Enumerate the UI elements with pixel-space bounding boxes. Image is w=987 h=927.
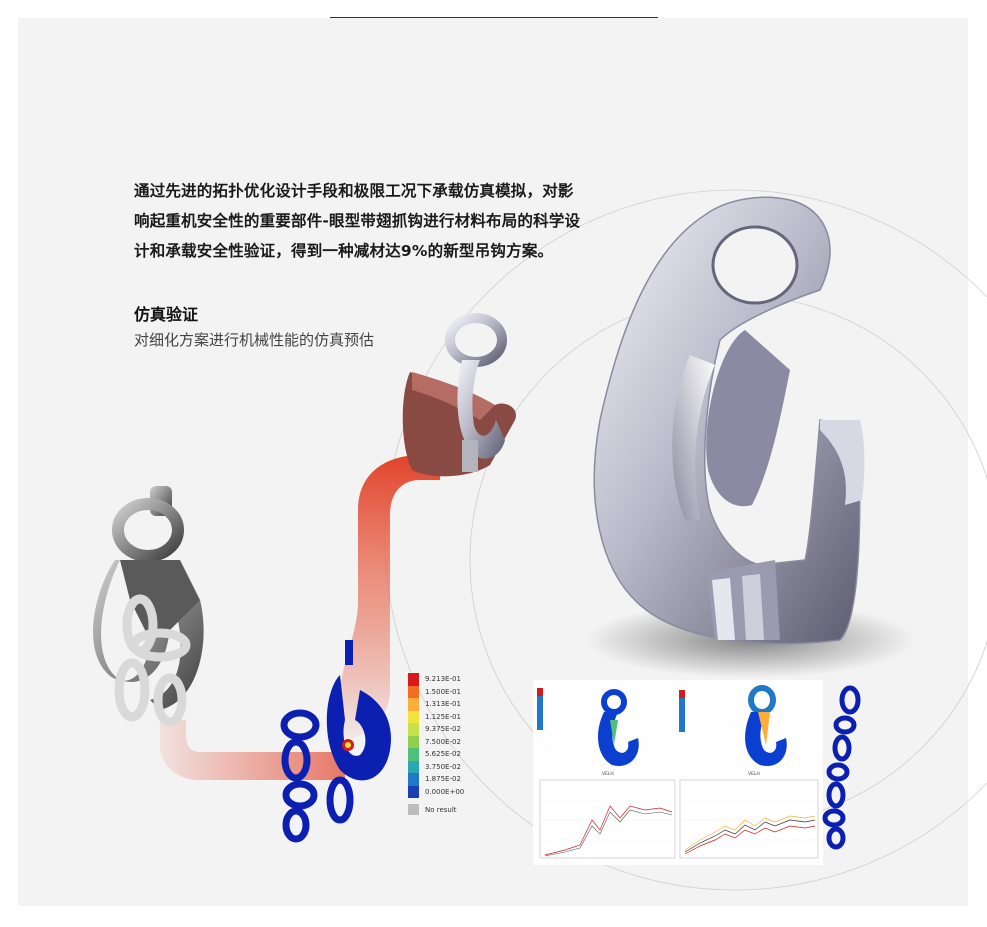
legend-value: 1.313E-01 [425,700,461,709]
legend-no-result: No result [408,804,478,815]
legend-swatch-no-result [408,804,419,815]
legend-row: 9.375E-02 [408,723,478,736]
legend-swatch [408,760,419,773]
intro-line: 响起重机安全性的重要部件-眼型带翅抓钩进行材料布局的科学设 [134,212,581,230]
legend-value: 1.500E-01 [425,687,461,696]
legend-row: 5.625E-02 [408,748,478,761]
legend-value: 7.500E-02 [425,737,461,746]
legend-value: 9.213E-01 [425,675,461,684]
legend-swatch [408,785,419,798]
legend-swatch [408,748,419,761]
legend-swatch [408,710,419,723]
legend-value: 3.750E-02 [425,762,461,771]
intro-paragraph: 通过先进的拓扑优化设计手段和极限工况下承载仿真模拟，对影 响起重机安全性的重要部… [134,176,654,266]
top-divider [330,17,658,18]
section-title: 仿真验证 [134,305,199,324]
legend-swatch [408,673,419,686]
legend-row: 1.125E-01 [408,710,478,723]
legend-row: 9.213E-01 [408,673,478,686]
intro-line: 计和承载安全性验证，得到一种减材达9%的新型吊钩方案。 [134,242,554,260]
legend-row: 1.313E-01 [408,698,478,711]
legend-row: 1.500E-01 [408,685,478,698]
legend-value: 0.000E+00 [425,787,465,796]
color-legend: 9.213E-01 1.500E-01 1.313E-01 1.125E-01 9.37… [408,673,478,815]
legend-swatch [408,735,419,748]
legend-no-result-label: No result [425,805,457,814]
legend-swatch [408,723,419,736]
content-panel [18,18,968,906]
legend-rows: 9.213E-01 1.500E-01 1.313E-01 1.125E-01 9.37… [408,673,478,798]
legend-swatch [408,773,419,786]
legend-value: 1.875E-02 [425,775,461,784]
legend-row: 3.750E-02 [408,760,478,773]
intro-line: 通过先进的拓扑优化设计手段和极限工况下承载仿真模拟，对影 [134,182,574,200]
legend-value: 1.125E-01 [425,712,461,721]
legend-value: 9.375E-02 [425,725,461,734]
legend-row: 7.500E-02 [408,735,478,748]
legend-value: 5.625E-02 [425,750,461,759]
legend-row: 0.000E+00 [408,785,478,798]
legend-swatch [408,698,419,711]
legend-swatch [408,685,419,698]
legend-row: 1.875E-02 [408,773,478,786]
section-description: 对细化方案进行机械性能的仿真预估 [134,331,375,349]
